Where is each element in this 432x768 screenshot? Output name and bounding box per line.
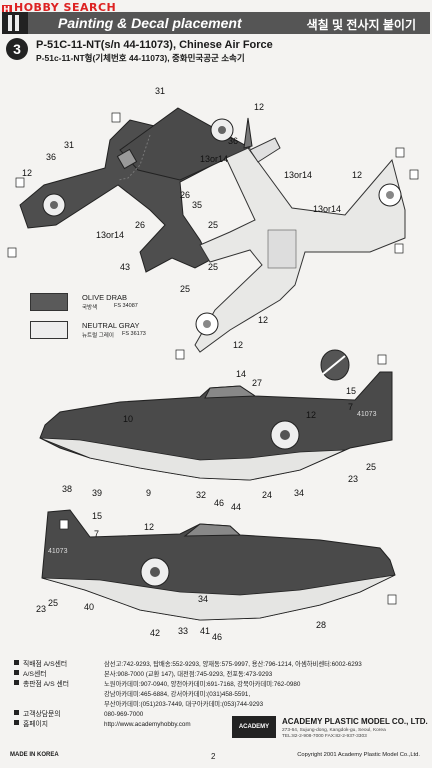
svg-text:25: 25 [180, 284, 190, 294]
svg-text:38: 38 [62, 484, 72, 494]
subject-title: P-51C-11-NT(s/n 44-11073), Chinese Air F… [36, 39, 273, 51]
bullet-icon [14, 680, 19, 685]
svg-text:35: 35 [192, 200, 202, 210]
svg-text:34: 34 [294, 488, 304, 498]
svg-text:7: 7 [94, 529, 99, 539]
svg-text:24: 24 [262, 490, 272, 500]
page-number: 2 [211, 752, 216, 761]
title-english: Painting & Decal placement [58, 15, 242, 31]
legend-olive-drab-ko: 국방색 [82, 305, 98, 311]
legend-neutral-gray-ko: 뉴트럴 그레이 [82, 333, 114, 339]
academy-logo: ACADEMY [232, 716, 276, 738]
svg-text:13or14: 13or14 [200, 154, 228, 164]
svg-text:12: 12 [144, 522, 154, 532]
svg-text:36: 36 [46, 152, 56, 162]
svg-text:34: 34 [198, 594, 208, 604]
svg-text:33: 33 [178, 626, 188, 636]
svg-text:14: 14 [236, 369, 246, 379]
svg-text:23: 23 [348, 474, 358, 484]
decal-markers [7, 112, 419, 605]
left-side-aircraft: 41073 [39, 349, 393, 481]
svg-text:46: 46 [212, 632, 222, 642]
svg-text:15: 15 [92, 511, 102, 521]
company-address: 273-64, Sujung-dong, Kangdok-gu, Seoul, … [282, 728, 386, 739]
svg-text:12: 12 [352, 170, 362, 180]
callout-labels: 31 12 36 31 36 26 35 26 13or14 13or14 25… [22, 86, 376, 642]
bullet-icon [14, 720, 19, 725]
svg-text:13or14: 13or14 [284, 170, 312, 180]
svg-text:10: 10 [123, 414, 133, 424]
svg-text:25: 25 [208, 262, 218, 272]
legend-neutral-gray-fs: FS 36173 [122, 331, 146, 337]
legend-olive-drab-fs: FS 34087 [114, 303, 138, 309]
bullet-icon [14, 670, 19, 675]
service-center-addresses: 삼선고:742-9293, 탑배송:552-9293, 양재동:575-9997… [104, 661, 362, 728]
svg-text:31: 31 [155, 86, 165, 96]
svg-text:7: 7 [348, 402, 353, 412]
hobby-search-logo-icon: H [2, 5, 12, 15]
top-view-aircraft [19, 107, 253, 273]
neutral-gray-swatch [30, 321, 68, 339]
svg-text:26: 26 [135, 220, 145, 230]
svg-text:15: 15 [346, 386, 356, 396]
svg-text:42: 42 [150, 628, 160, 638]
svg-text:27: 27 [252, 378, 262, 388]
svg-text:43: 43 [120, 262, 130, 272]
svg-text:46: 46 [214, 498, 224, 508]
svg-text:13or14: 13or14 [96, 230, 124, 240]
title-bar: Painting & Decal placement 색칠 및 전사지 붙이기 [2, 12, 430, 34]
svg-text:25: 25 [208, 220, 218, 230]
bottom-view-aircraft [194, 137, 406, 353]
svg-text:32: 32 [196, 490, 206, 500]
svg-text:40: 40 [84, 602, 94, 612]
svg-text:25: 25 [48, 598, 58, 608]
svg-text:12: 12 [306, 410, 316, 420]
service-center-list: 직배점 A/S센터 A/S센터 총판점 A/S 센터 고객상담문의 홈페이지 [14, 660, 103, 730]
svg-text:44: 44 [231, 502, 241, 512]
svg-text:23: 23 [36, 604, 46, 614]
svg-text:12: 12 [233, 340, 243, 350]
homepage-link[interactable]: http://www.academyhobby.com [104, 721, 191, 728]
svg-text:12: 12 [254, 102, 264, 112]
olive-drab-swatch [30, 293, 68, 311]
svg-text:9: 9 [146, 488, 151, 498]
subject-subtitle: P-51c-11-NT형(기체번호 44-11073), 중화민국공군 소속기 [36, 53, 245, 63]
made-in: MADE IN KOREA [10, 752, 59, 758]
copyright: Copyright 2001 Academy Plastic Model Co.… [297, 752, 420, 758]
svg-text:12: 12 [258, 315, 268, 325]
svg-text:39: 39 [92, 488, 102, 498]
legend-olive-drab: OLIVE DRAB [82, 293, 128, 302]
svg-text:28: 28 [316, 620, 326, 630]
bullet-icon [14, 710, 19, 715]
svg-text:13or14: 13or14 [313, 204, 341, 214]
right-side-aircraft: 41073 [41, 509, 396, 621]
legend-neutral-gray: NEUTRAL GRAY [82, 321, 140, 330]
serial-text-left: 41073 [357, 411, 377, 418]
bullet-icon [14, 660, 19, 665]
svg-text:12: 12 [22, 168, 32, 178]
svg-text:41: 41 [200, 626, 210, 636]
section-mark-icon [2, 12, 28, 34]
svg-text:25: 25 [366, 462, 376, 472]
svg-text:36: 36 [228, 136, 238, 146]
svg-text:26: 26 [180, 190, 190, 200]
step-number: 3 [6, 38, 28, 60]
company-name: ACADEMY PLASTIC MODEL CO., LTD. [282, 717, 428, 726]
serial-text-right: 41073 [48, 548, 68, 555]
svg-text:31: 31 [64, 140, 74, 150]
title-korean: 색칠 및 전사지 붙이기 [306, 18, 416, 32]
